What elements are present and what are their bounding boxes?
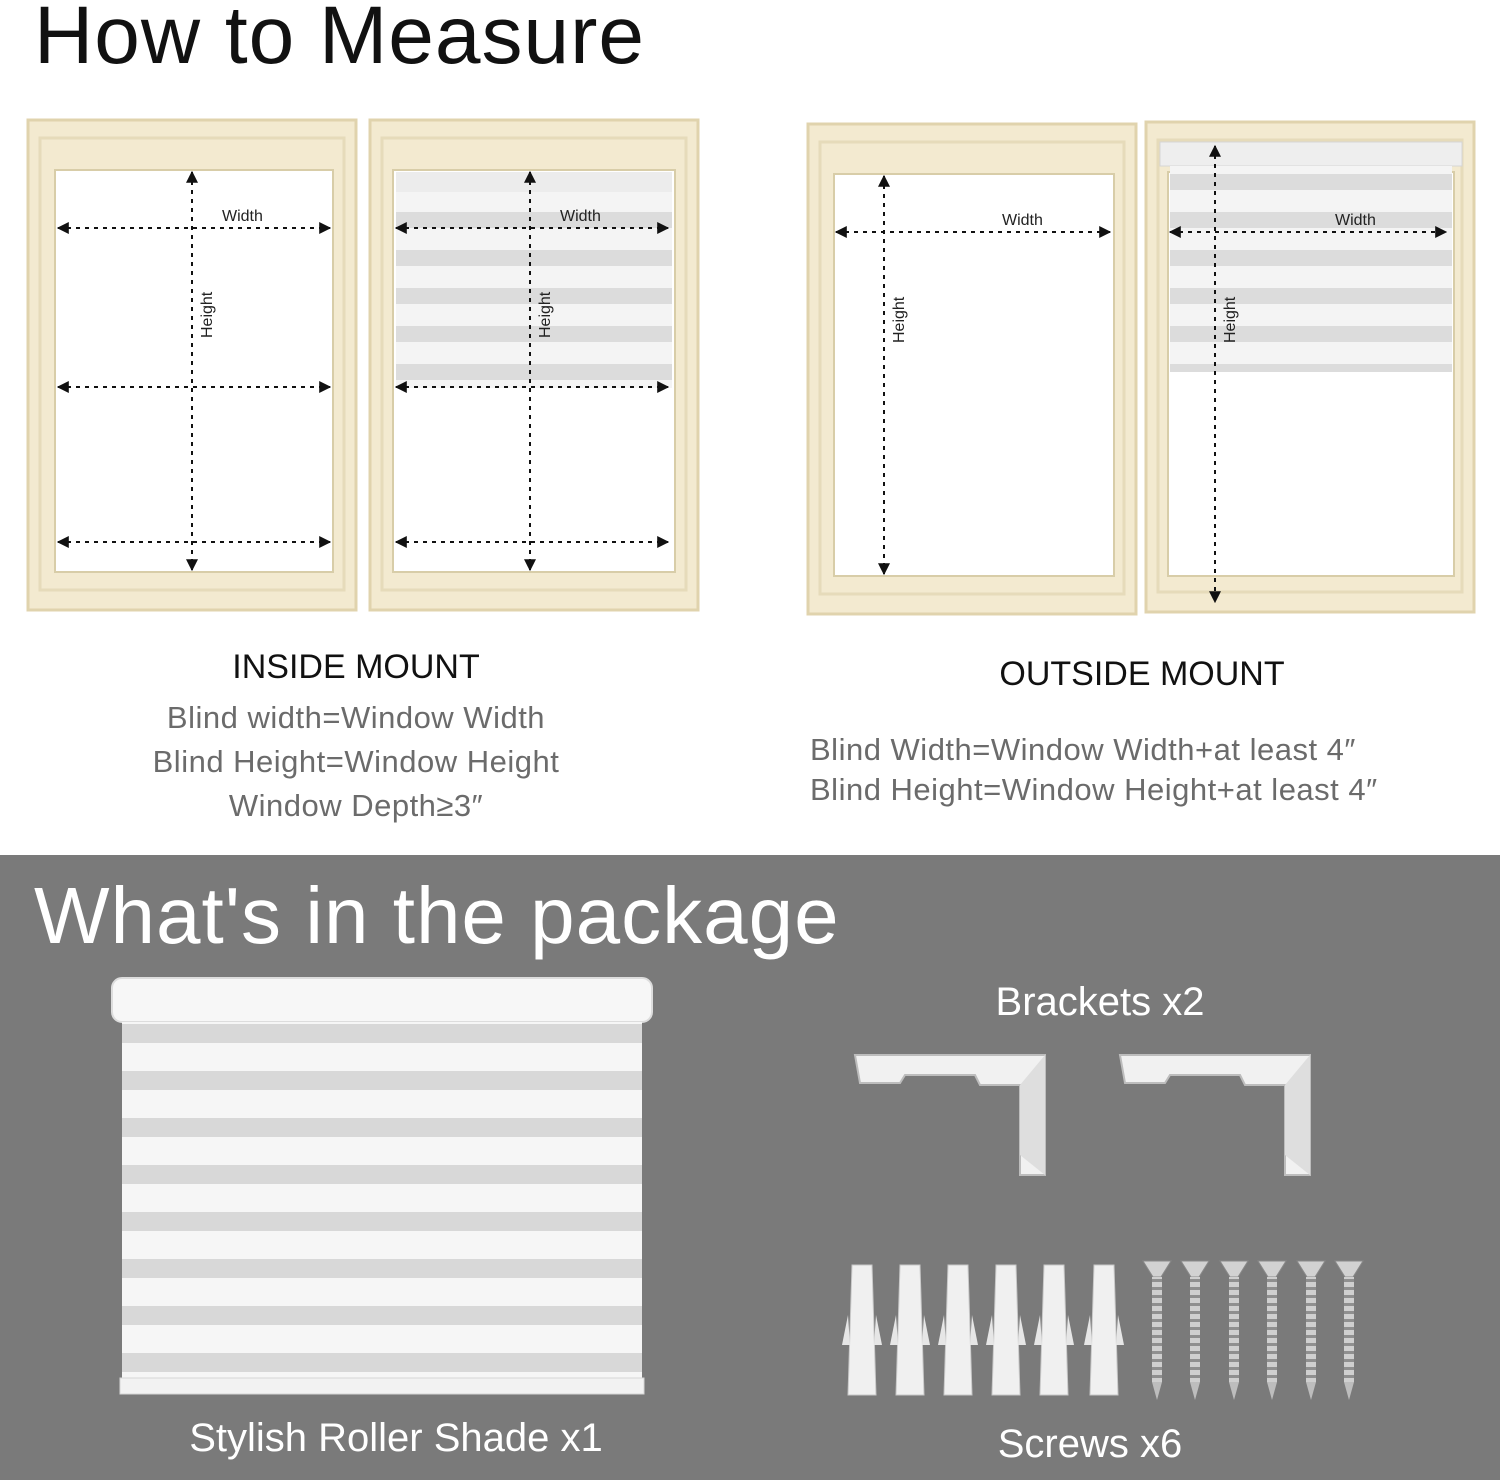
wall-anchor-icon xyxy=(986,1264,1026,1396)
window-inside-empty: Width Height xyxy=(26,118,358,612)
bracket-icon xyxy=(853,1054,1046,1176)
wall-anchor-icon xyxy=(938,1264,978,1396)
height-label: Height xyxy=(1222,296,1239,343)
wall-anchor-icon xyxy=(842,1264,882,1396)
screw-icon xyxy=(1142,1260,1172,1400)
bracket-icon xyxy=(1118,1054,1311,1176)
wall-anchor-icon xyxy=(1034,1264,1074,1396)
measure-diagrams: Width Height Width Height Width Height W… xyxy=(26,118,1476,616)
screw-icon xyxy=(1219,1260,1249,1400)
screw-icon xyxy=(1296,1260,1326,1400)
roller-shade-image xyxy=(111,977,653,1395)
screws-label: Screws x6 xyxy=(997,1422,1183,1466)
window-inside-blind: Width Height xyxy=(368,118,700,612)
inside-mount-title: INSIDE MOUNT xyxy=(232,648,480,686)
brackets-label: Brackets x2 xyxy=(995,980,1205,1024)
width-label: Width xyxy=(1335,212,1376,229)
outside-mount-title: OUTSIDE MOUNT xyxy=(999,655,1285,693)
inside-mount-line-2: Blind Height=Window Height xyxy=(152,744,560,779)
package-items xyxy=(111,977,1364,1400)
height-label: Height xyxy=(199,291,216,338)
wall-anchor-icon xyxy=(890,1264,930,1396)
window-outside-blind: Width Height xyxy=(1144,120,1476,614)
screw-icon xyxy=(1257,1260,1287,1400)
outside-mount-line-2: Blind Height=Window Height+at least 4″ xyxy=(810,772,1378,807)
window-outside-empty: Width Height xyxy=(806,122,1138,616)
wall-anchor-icon xyxy=(1084,1264,1124,1396)
width-label: Width xyxy=(222,208,263,225)
outside-mount-line-1: Blind Width=Window Width+at least 4″ xyxy=(810,732,1356,767)
inside-mount-line-3: Window Depth≥3″ xyxy=(228,788,484,823)
height-label: Height xyxy=(537,291,554,338)
width-label: Width xyxy=(1002,212,1043,229)
height-label: Height xyxy=(891,296,908,343)
screw-icon xyxy=(1180,1260,1210,1400)
measure-title: How to Measure xyxy=(34,0,646,81)
inside-mount-line-1: Blind width=Window Width xyxy=(166,700,546,735)
package-title: What's in the package xyxy=(34,871,840,960)
roller-shade-label: Stylish Roller Shade x1 xyxy=(189,1416,603,1460)
width-label: Width xyxy=(560,208,601,225)
screw-icon xyxy=(1334,1260,1364,1400)
